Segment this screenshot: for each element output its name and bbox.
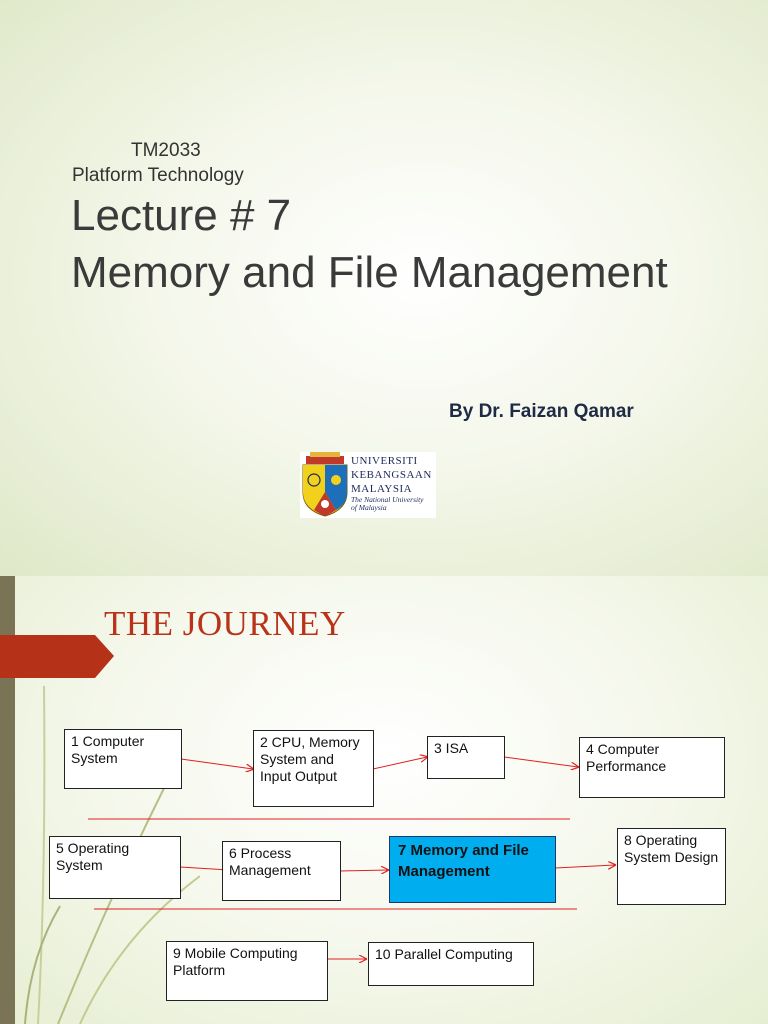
journey-step-3: 3 ISA (427, 736, 505, 779)
journey-step-9: 9 Mobile Computing Platform (166, 941, 328, 1001)
journey-step-7-current: 7 Memory and File Management (389, 836, 556, 903)
journey-slide: THE JOURNEY 1 Computer System 2 CPU, Mem… (0, 576, 768, 1024)
journey-title: THE JOURNEY (104, 604, 346, 643)
grass-decoration (24, 685, 200, 1024)
journey-step-4: 4 Computer Performance (579, 737, 725, 798)
course-code: TM2033 (131, 140, 201, 161)
crest-icon (302, 452, 348, 517)
journey-step-10: 10 Parallel Computing (368, 942, 534, 986)
journey-step-5: 5 Operating System (49, 836, 181, 899)
university-logo: UNIVERSITI KEBANGSAAN MALAYSIA The Natio… (300, 452, 436, 518)
author-name: By Dr. Faizan Qamar (449, 401, 634, 422)
lecture-number: Lecture # 7 (71, 191, 292, 240)
flow-connectors (88, 576, 768, 1024)
journey-step-6: 6 Process Management (222, 841, 341, 901)
title-arrow-shape (0, 635, 114, 678)
course-name: Platform Technology (72, 165, 244, 186)
sidebar-accent (0, 576, 15, 1024)
journey-step-2: 2 CPU, Memory System and Input Output (253, 730, 374, 807)
journey-step-8: 8 Operating System Design (617, 828, 726, 905)
journey-step-1: 1 Computer System (64, 729, 182, 789)
logo-wordmark: UNIVERSITI KEBANGSAAN MALAYSIA The Natio… (351, 455, 432, 512)
title-slide: TM2033 Platform Technology Lecture # 7 M… (0, 0, 768, 576)
lecture-topic: Memory and File Management (71, 248, 668, 297)
